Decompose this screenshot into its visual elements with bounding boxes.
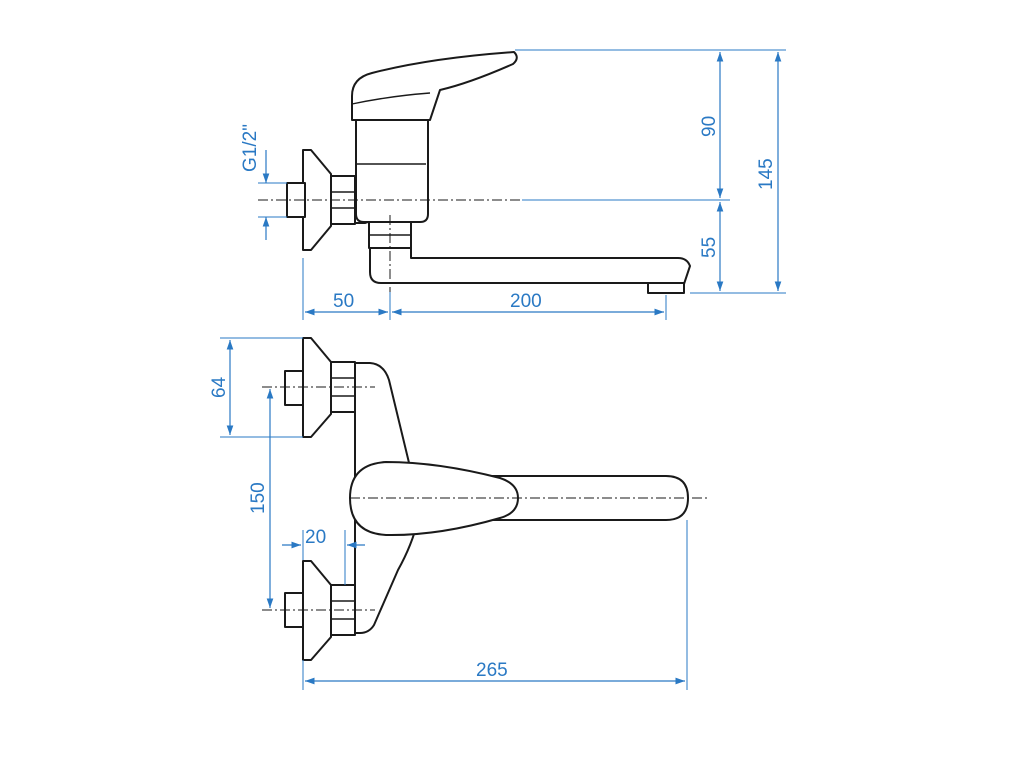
top-view-dimensions: 64 150 20 265 — [209, 337, 688, 690]
side-view — [258, 51, 691, 294]
dim-height-55-label: 55 — [699, 237, 720, 258]
dim-height-145-label: 145 — [756, 158, 777, 190]
dim-flange-64-label: 64 — [209, 376, 230, 398]
dim-reach-200-label: 200 — [510, 291, 542, 312]
dim-pipe-thread-label: G1/2" — [240, 124, 261, 172]
dim-length-265-label: 265 — [476, 660, 508, 681]
top-lever — [349, 461, 519, 537]
side-mixer-body — [355, 119, 429, 223]
top-pipe-stub-upper — [284, 370, 304, 406]
side-aerator — [647, 282, 685, 294]
dim-height-90-label: 90 — [699, 116, 720, 137]
side-view-dimensions: G1/2" 90 55 145 50 200 — [240, 49, 786, 320]
dim-offset-50-label: 50 — [333, 291, 354, 312]
side-spout — [369, 247, 691, 291]
top-view — [262, 337, 708, 661]
dim-spacing-150-label: 150 — [248, 482, 269, 514]
dim-offset-20-label: 20 — [305, 527, 326, 548]
side-lever — [351, 51, 518, 121]
